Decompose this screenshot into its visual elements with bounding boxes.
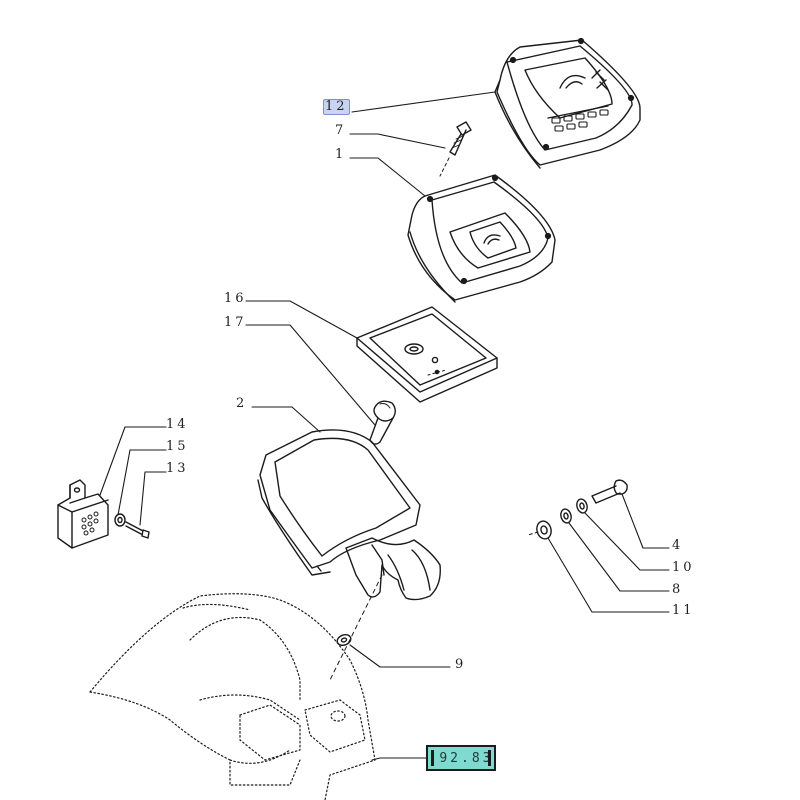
bolt-part-4 xyxy=(591,479,628,504)
instrument-panel-part-12 xyxy=(494,37,641,169)
washer-part-8 xyxy=(560,508,572,524)
callout-14: 14 xyxy=(166,417,189,432)
callout-12[interactable]: 12 xyxy=(323,99,350,115)
callout-4: 4 xyxy=(672,538,684,553)
callout-1: 1 xyxy=(335,147,347,162)
callout-15: 15 xyxy=(166,439,189,454)
washer-part-15 xyxy=(114,513,126,527)
bolt-part-13 xyxy=(125,521,150,539)
callout-13: 13 xyxy=(166,461,189,476)
callout-9: 9 xyxy=(455,657,467,672)
callout-16: 16 xyxy=(224,291,247,306)
screw-part-7 xyxy=(439,121,472,177)
callout-10: 10 xyxy=(672,560,695,575)
reference-code-box[interactable]: .92.83 xyxy=(426,745,496,771)
dashboard-base xyxy=(89,593,376,800)
leader-lines xyxy=(99,91,670,761)
callout-7: 7 xyxy=(335,123,347,138)
washer-part-10 xyxy=(576,498,588,514)
callout-11: 11 xyxy=(672,603,695,618)
switch-bracket-part-14 xyxy=(57,479,109,549)
callout-2: 2 xyxy=(236,396,248,411)
callout-17: 17 xyxy=(224,315,247,330)
nut-part-11 xyxy=(536,520,552,540)
knob-part-17 xyxy=(369,400,396,445)
tray-part-16 xyxy=(356,306,498,403)
panel-housing-part-1 xyxy=(407,174,556,303)
frame-part-2 xyxy=(257,429,441,681)
callout-8: 8 xyxy=(672,582,684,597)
reference-code-text: .92.83 xyxy=(428,750,494,766)
